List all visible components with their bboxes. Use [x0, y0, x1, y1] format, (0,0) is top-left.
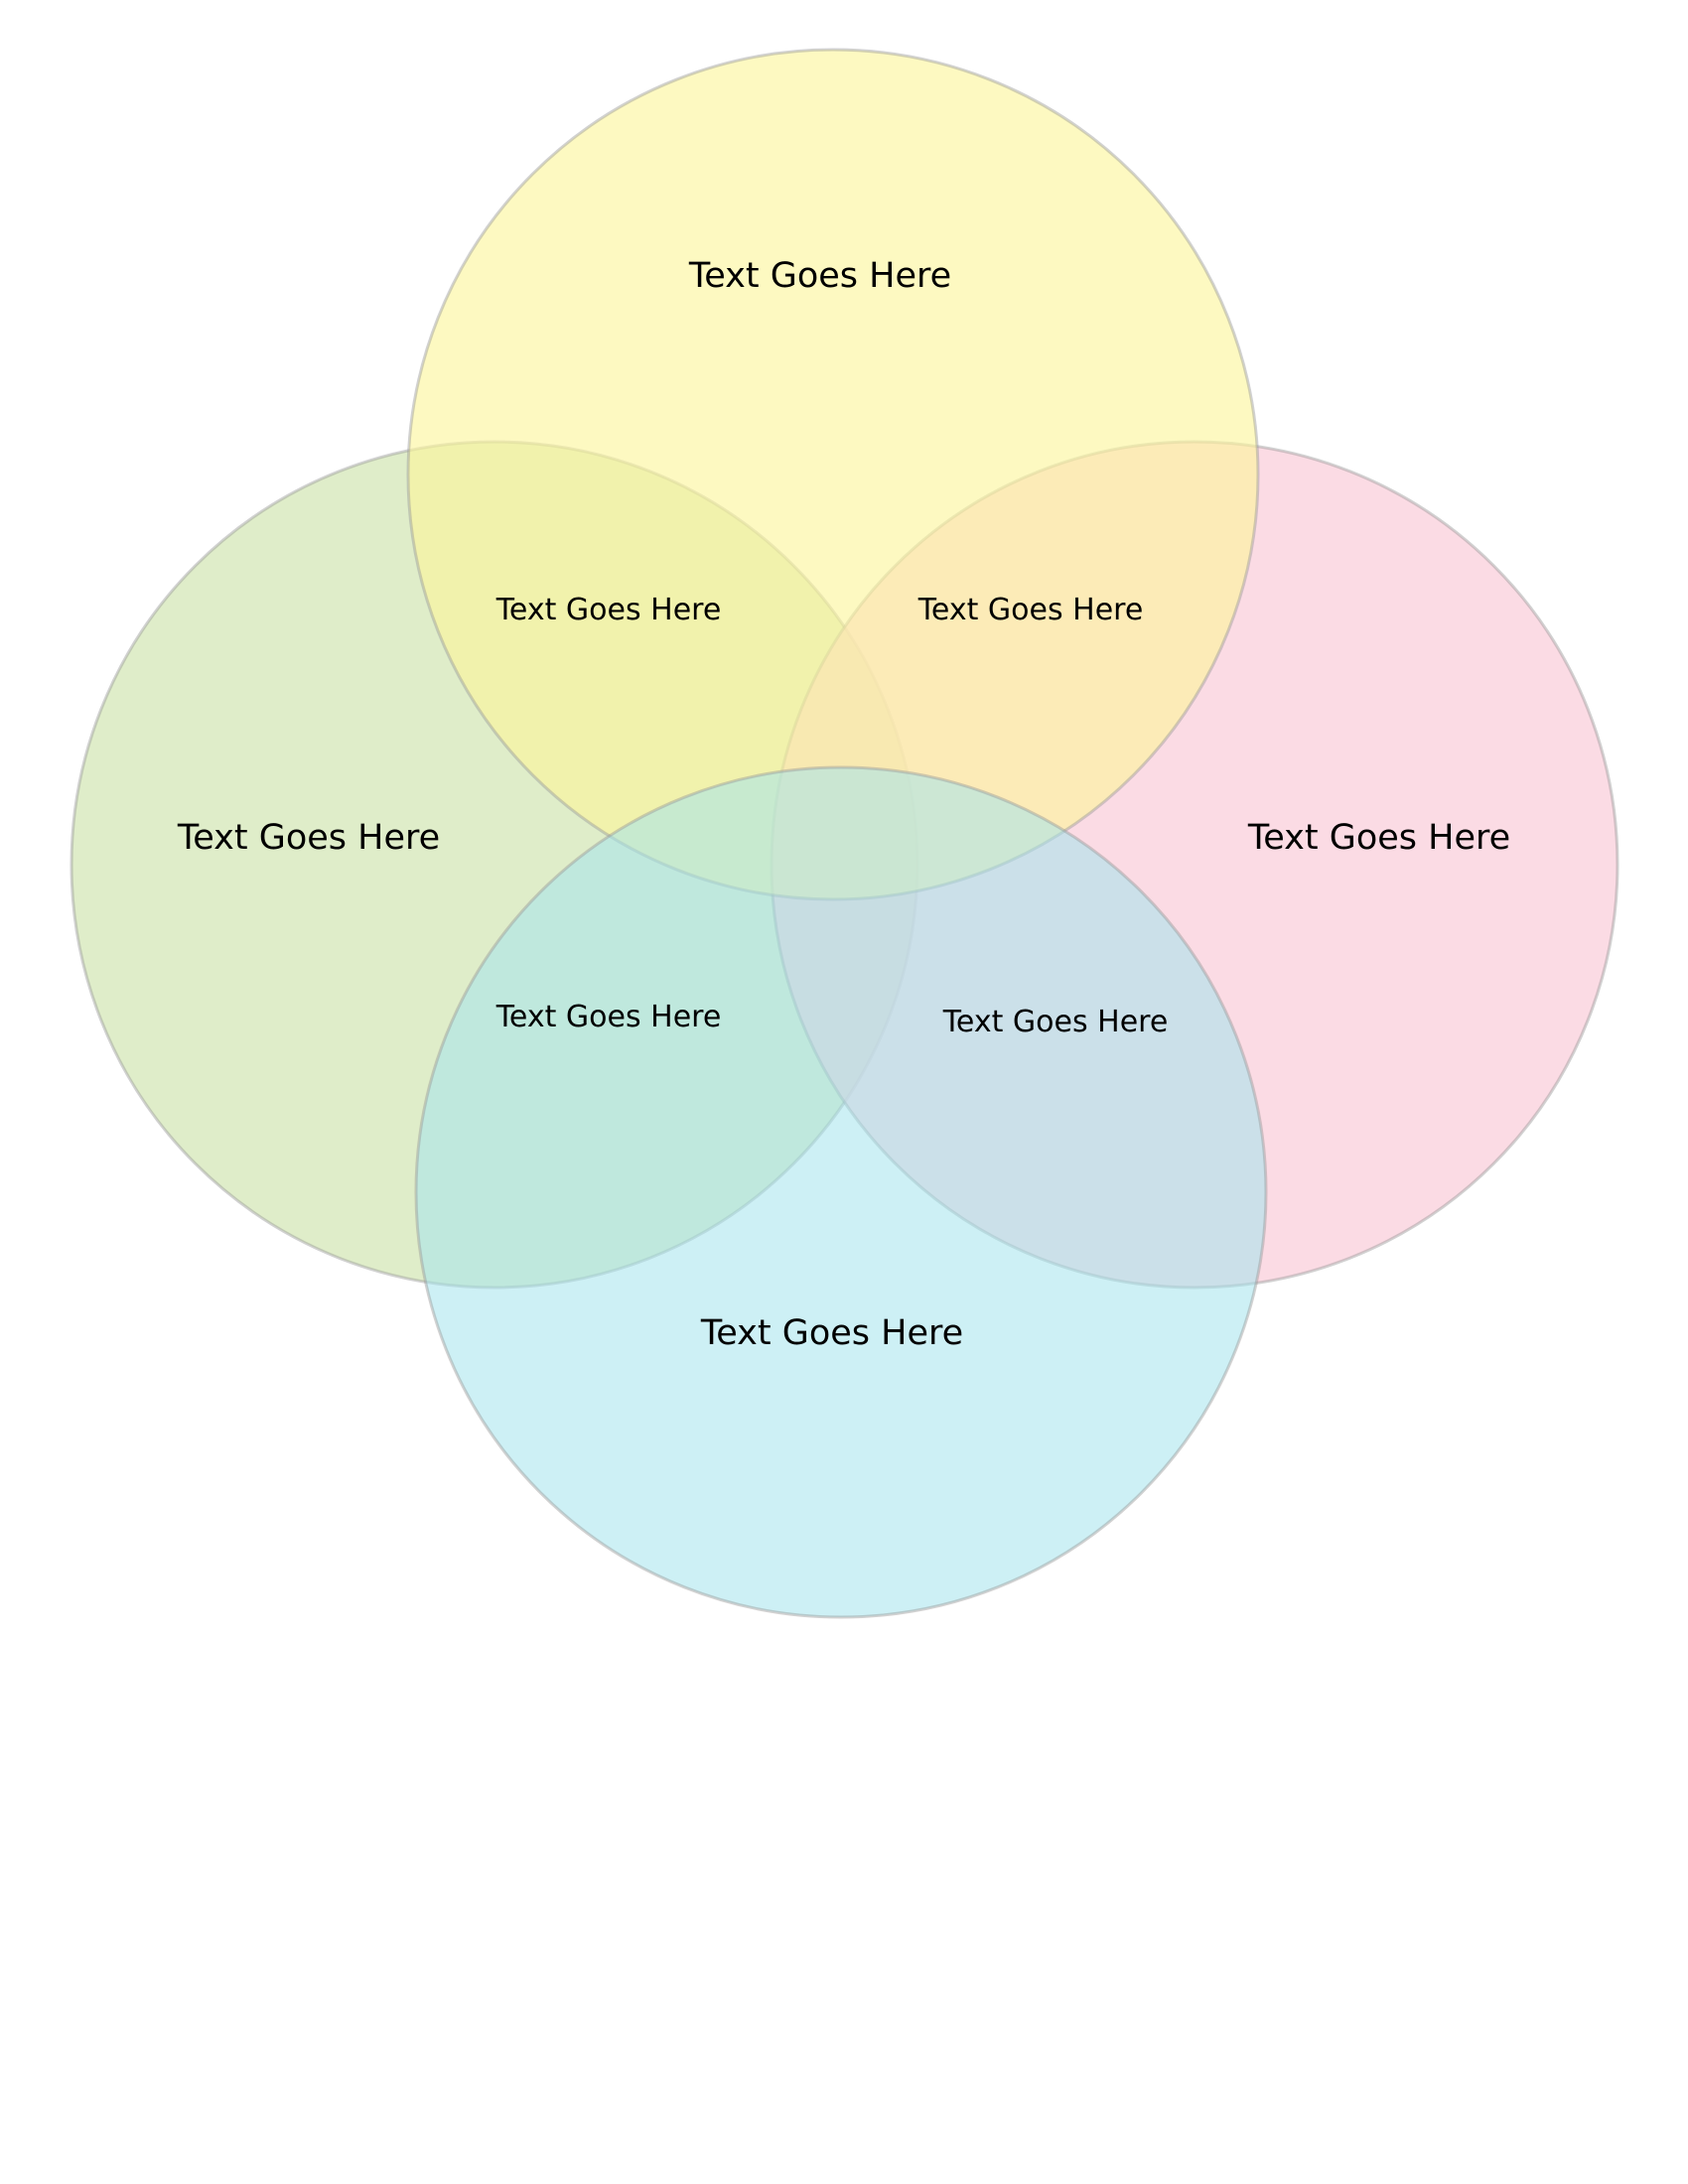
bottom-circle — [414, 765, 1268, 1619]
right-set-label: Text Goes Here — [1247, 818, 1510, 858]
right-bottom-overlap-label: Text Goes Here — [942, 1005, 1169, 1039]
left-bottom-overlap-label: Text Goes Here — [495, 1000, 722, 1034]
top-right-overlap-label: Text Goes Here — [917, 593, 1144, 627]
top-set-label: Text Goes Here — [688, 256, 951, 296]
overlap-labels: Text Goes Here Text Goes Here Text Goes … — [495, 593, 1169, 1039]
bottom-set-label: Text Goes Here — [700, 1313, 963, 1353]
venn-circles — [70, 48, 1619, 1619]
left-set-label: Text Goes Here — [177, 818, 440, 858]
set-labels: Text Goes Here Text Goes Here Text Goes … — [177, 256, 1510, 1353]
top-left-overlap-label: Text Goes Here — [495, 593, 722, 627]
